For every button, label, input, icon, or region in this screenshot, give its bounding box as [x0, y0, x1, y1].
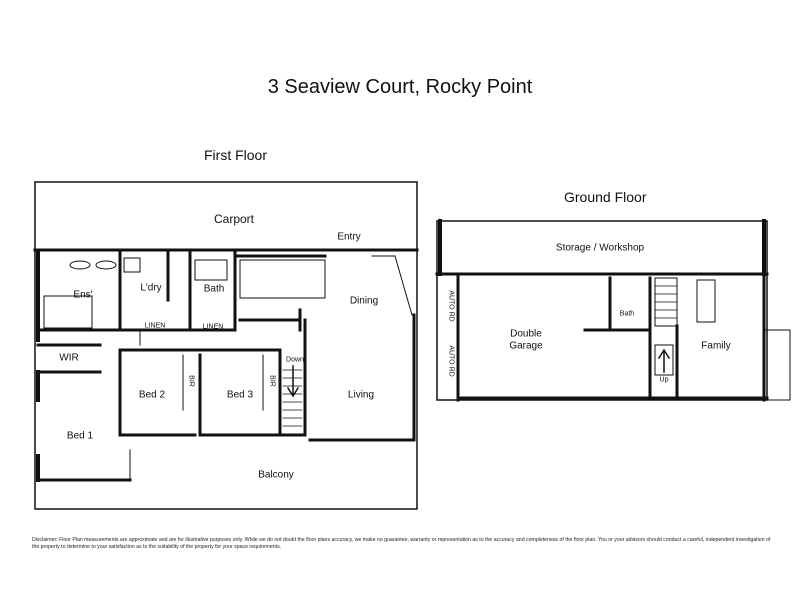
stair-up-label: Up	[659, 376, 669, 384]
stair-down-label: Down	[286, 356, 304, 364]
room-bed-1: Bed 1	[66, 430, 94, 442]
room-linen-1: LINEN	[144, 322, 166, 330]
disclaimer-text: Disclaimer: Floor Plan measurements are …	[32, 537, 771, 550]
room-balcony: Balcony	[258, 469, 294, 481]
first-floor-heading: First Floor	[204, 147, 267, 163]
room-bir-2: BIR	[268, 375, 276, 387]
room-entry: Entry	[337, 231, 361, 243]
room-carport: Carport	[213, 212, 255, 226]
room-linen-2: LINEN	[202, 323, 224, 331]
ground-floor-outline	[436, 220, 768, 401]
room-double-garage-line1: Double	[510, 328, 542, 340]
room-wir: WIR	[59, 352, 79, 364]
room-ensuite: Ens'	[73, 289, 93, 301]
room-bed-3: Bed 3	[226, 389, 254, 401]
room-living: Living	[347, 389, 375, 401]
room-bir-1: BIR	[187, 375, 195, 387]
room-family: Family	[701, 340, 731, 352]
room-bed-2: Bed 2	[138, 389, 166, 401]
room-laundry: L'dry	[140, 282, 162, 294]
room-dining: Dining	[349, 295, 379, 307]
room-storage-workshop: Storage / Workshop	[555, 242, 645, 254]
auto-roller-door-2: AUTO RD	[447, 345, 455, 377]
first-floor-outline	[34, 181, 418, 510]
auto-roller-door-1: AUTO RD	[447, 290, 455, 322]
room-bath-first: Bath	[203, 283, 225, 295]
ground-floor-heading: Ground Floor	[564, 189, 647, 205]
property-address-title: 3 Seaview Court, Rocky Point	[267, 76, 533, 98]
room-double-garage-line2: Garage	[509, 340, 543, 352]
room-bath-ground: Bath	[619, 310, 635, 318]
